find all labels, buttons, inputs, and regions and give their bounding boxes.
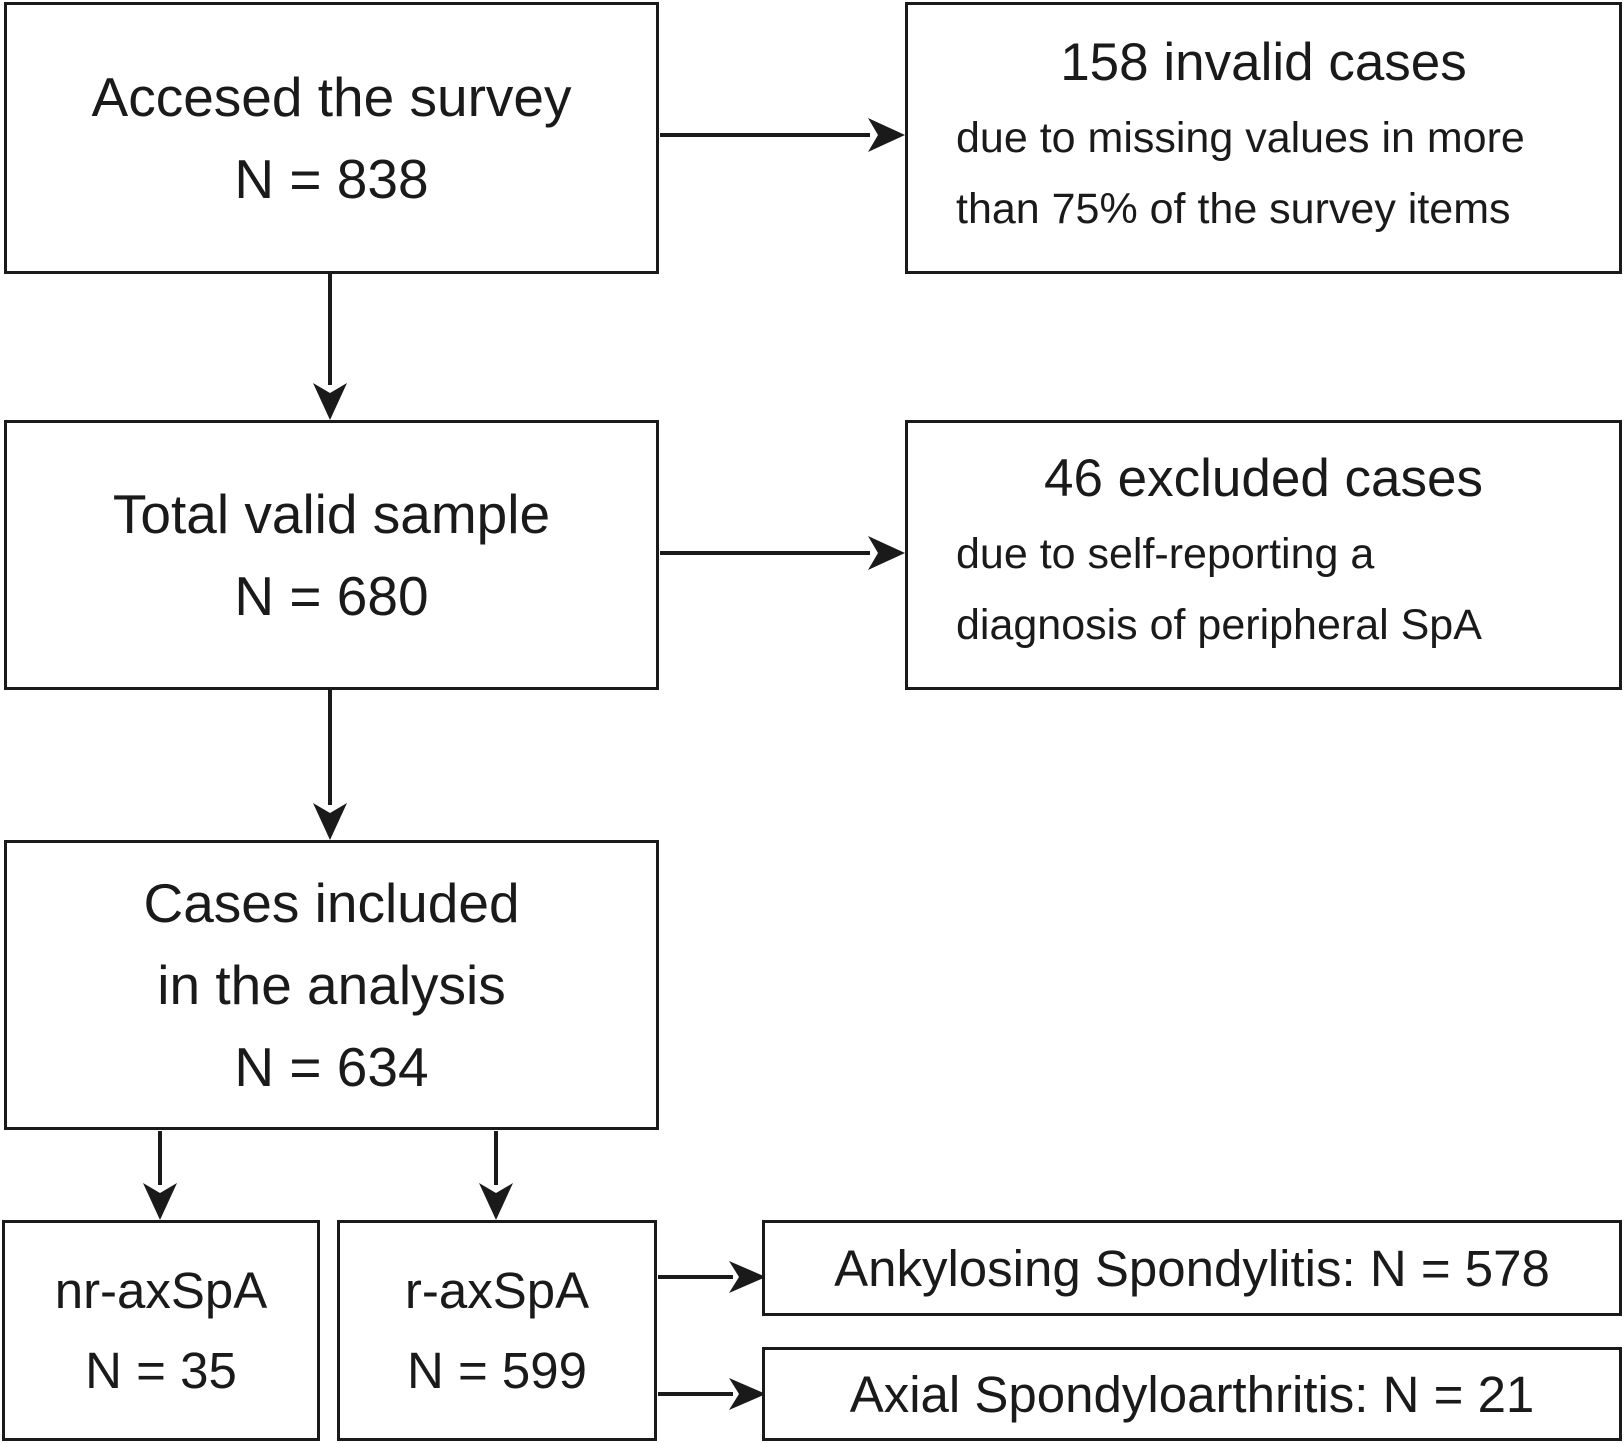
valid-label: Total valid sample — [112, 483, 551, 545]
arrowhead-axial — [729, 1378, 766, 1410]
box-total-valid: Total valid sample N = 680 — [4, 420, 659, 690]
box-accessed-survey: Accesed the survey N = 838 — [4, 2, 659, 274]
accessed-count: N = 838 — [234, 148, 429, 210]
box-invalid-cases: 158 invalid cases due to missing values … — [905, 2, 1622, 274]
box-ankylosing-spondylitis: Ankylosing Spondylitis: N = 578 — [762, 1220, 1622, 1316]
invalid-reason-line1: due to missing values in more — [956, 114, 1525, 162]
included-count: N = 634 — [234, 1036, 429, 1098]
arrowhead-included — [313, 803, 347, 840]
axial-label: Axial Spondyloarthritis: N = 21 — [849, 1365, 1535, 1423]
invalid-reason-line2: than 75% of the survey items — [956, 185, 1511, 233]
as-label: Ankylosing Spondylitis: N = 578 — [834, 1239, 1550, 1297]
nr-axspa-label: nr-axSpA — [54, 1261, 268, 1319]
arrowhead-r-axspa — [479, 1183, 513, 1220]
r-axspa-label: r-axSpA — [404, 1261, 590, 1319]
included-line1: Cases included — [143, 872, 520, 934]
nr-axspa-count: N = 35 — [85, 1341, 237, 1399]
invalid-title: 158 invalid cases — [1060, 33, 1467, 92]
box-nr-axspa: nr-axSpA N = 35 — [2, 1220, 320, 1441]
box-excluded-cases: 46 excluded cases due to self-reporting … — [905, 420, 1622, 690]
excluded-reason-line1: due to self-reporting a — [956, 530, 1375, 578]
accessed-label: Accesed the survey — [91, 66, 572, 128]
excluded-reason-line2: diagnosis of peripheral SpA — [956, 601, 1482, 649]
arrowhead-nr-axspa — [143, 1183, 177, 1220]
excluded-title: 46 excluded cases — [1043, 449, 1483, 508]
arrowhead-invalid — [868, 118, 905, 152]
valid-count: N = 680 — [234, 565, 429, 627]
arrowhead-as — [729, 1261, 766, 1293]
arrowhead-valid — [313, 383, 347, 420]
included-line2: in the analysis — [157, 954, 506, 1016]
r-axspa-count: N = 599 — [406, 1341, 588, 1399]
box-axial-spondyloarthritis: Axial Spondyloarthritis: N = 21 — [762, 1347, 1622, 1441]
arrowhead-excluded — [868, 536, 905, 570]
box-cases-included: Cases included in the analysis N = 634 — [4, 840, 659, 1130]
box-r-axspa: r-axSpA N = 599 — [337, 1220, 657, 1441]
